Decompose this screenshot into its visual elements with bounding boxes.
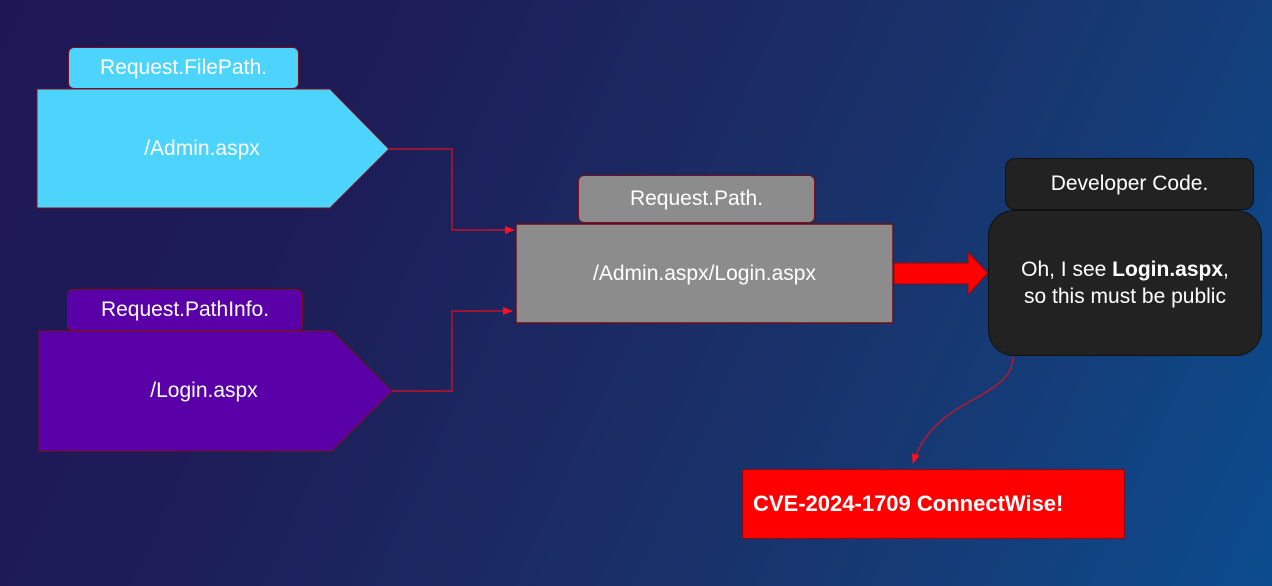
developer-tab-label: Developer Code. [1050, 172, 1209, 195]
cve-label: CVE-2024-1709 ConnectWise! [753, 491, 1064, 516]
connector-developer-to-cve [911, 356, 1014, 464]
connector-path-info-to-path [392, 307, 513, 392]
developer-text-line2: so this must be public [1024, 285, 1226, 308]
developer-tab: Developer Code. [1005, 158, 1254, 210]
developer-text-line1: Oh, I see Login.aspx, [1021, 256, 1229, 283]
developer-text-prefix: Oh, I see [1021, 258, 1113, 281]
path-tab: Request.Path. [578, 175, 815, 223]
file-path-tab-label: Request.FilePath. [100, 56, 267, 79]
path-info-tab: Request.PathInfo. [67, 289, 303, 331]
file-path-value: /Admin.aspx [144, 136, 260, 160]
path-value: /Admin.aspx/Login.aspx [593, 261, 816, 285]
connector-file-path-to-path [389, 148, 515, 234]
developer-text-suffix: , [1223, 258, 1229, 281]
developer-code-node: Oh, I see Login.aspx, so this must be pu… [988, 210, 1262, 356]
block-arrow-path-to-developer [893, 250, 989, 297]
path-info-tab-label: Request.PathInfo. [100, 298, 270, 321]
file-path-tab: Request.FilePath. [68, 47, 299, 89]
file-path-node-shape [36, 88, 390, 209]
path-tab-label: Request.Path. [629, 187, 764, 210]
path-info-node-shape [38, 330, 393, 452]
cve-node: CVE-2024-1709 ConnectWise! [742, 469, 1125, 539]
path-node-shape [515, 223, 894, 324]
developer-text-bold: Login.aspx [1112, 258, 1224, 281]
path-info-value: /Login.aspx [150, 379, 258, 402]
